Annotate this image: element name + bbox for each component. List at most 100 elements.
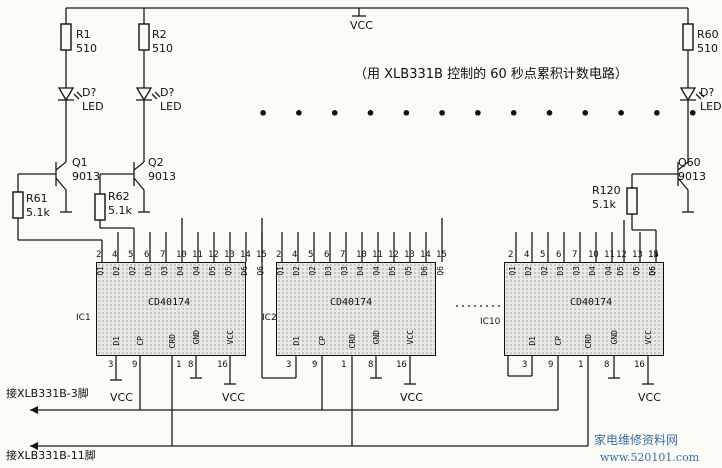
ic1-chip xyxy=(96,262,246,356)
r1-label: R1 510 xyxy=(76,28,97,56)
ic2-pin-num-2: 5 xyxy=(308,250,314,260)
ic1-pin-d3-3: D3 xyxy=(144,266,153,276)
ic2-pin-d6-9: D6 xyxy=(420,266,429,276)
ic10-ref: IC10 xyxy=(480,317,501,327)
ic10-pin-num-9: 14 xyxy=(648,250,659,260)
ic10-part: CD40174 xyxy=(570,297,613,308)
led60-ref: D? xyxy=(700,86,715,99)
ic10-pin-num-4: 7 xyxy=(572,250,578,260)
ic1-pin-d2-1: D2 xyxy=(112,266,121,276)
ic1-cp-pin: CP xyxy=(136,336,145,346)
q2-ref: Q2 xyxy=(148,156,164,169)
ic10-pin-num-10: 15 xyxy=(648,250,659,260)
r120-value: 5.1k xyxy=(592,198,616,211)
ic10-pin8-num: 8 xyxy=(604,360,610,370)
ic1-pin-num-3: 6 xyxy=(144,250,150,260)
r60-ref: R60 xyxy=(697,28,719,41)
ic2-pin1-num: 1 xyxy=(341,360,347,370)
ic2-pin-q1-0: Q1 xyxy=(276,266,285,276)
input-pin11-label: 接XLB331B-11脚 xyxy=(6,449,96,462)
ic2-pin-d2-1: D2 xyxy=(292,266,301,276)
ic10-pin-num-5: 10 xyxy=(588,250,599,260)
ic1-d1-vcc-label: VCC xyxy=(110,391,133,404)
ic1-pin-num-0: 2 xyxy=(96,250,102,260)
ic2-vcc-label: VCC xyxy=(400,391,423,404)
ic1-pin-q4-6: Q4 xyxy=(192,266,201,276)
ic10-pin-q5-8: Q5 xyxy=(632,266,641,276)
ic2-pin-num-0: 2 xyxy=(276,250,282,260)
ic10-pin-q1-0: Q1 xyxy=(508,266,517,276)
ic2-pin9-num: 9 xyxy=(312,360,318,370)
led1-label: D? LED xyxy=(82,86,104,114)
led60-label: D? LED xyxy=(700,86,722,114)
q60-ref: Q60 xyxy=(678,156,701,169)
led2-type: LED xyxy=(160,100,182,113)
ic1-pin-q6-10: Q6 xyxy=(256,266,265,276)
ic1-pin-d6-9: D6 xyxy=(240,266,249,276)
led2-ref: D? xyxy=(160,86,175,99)
ic1-pin-num-6: 11 xyxy=(192,250,203,260)
q2-model: 9013 xyxy=(148,170,176,183)
ic10-vcc-label: VCC xyxy=(638,391,661,404)
ic10-pin9-num: 9 xyxy=(548,360,554,370)
led2-label: D? LED xyxy=(160,86,182,114)
ic1-vcc-pin: VCC xyxy=(226,330,235,345)
ic1-d1-pin: D1 xyxy=(112,336,121,346)
ic10-pin-d4-5: D4 xyxy=(588,266,597,276)
ic10-pin-q4-6: Q4 xyxy=(604,266,613,276)
ic10-pin-num-6: 11 xyxy=(604,250,615,260)
ic1-crd-pin: CRD xyxy=(168,334,177,349)
q60-label: Q60 9013 xyxy=(678,156,706,184)
q60-model: 9013 xyxy=(678,170,706,183)
led60-type: LED xyxy=(700,100,722,113)
ic1-pin-q5-8: Q5 xyxy=(224,266,233,276)
ic1-pin-q1-0: Q1 xyxy=(96,266,105,276)
ic1-gnd-pin: GND xyxy=(192,330,201,345)
ic2-pin-q6-10: Q6 xyxy=(436,266,445,276)
ic2-pin-num-5: 10 xyxy=(356,250,367,260)
ic10-pin-num-7: 12 xyxy=(616,250,627,260)
ic10-pin-num-8: 13 xyxy=(632,250,643,260)
ic10-chip xyxy=(504,262,664,356)
ic2-pin3-num: 3 xyxy=(286,360,292,370)
r120-label: R120 5.1k xyxy=(592,184,621,212)
ic1-pin-num-5: 10 xyxy=(176,250,187,260)
ic2-pin-num-9: 14 xyxy=(420,250,431,260)
r2-ref: R2 xyxy=(152,28,167,41)
watermark-cn: 家电维修资料网 xyxy=(594,433,679,447)
ic1-pin16-num: 16 xyxy=(217,360,228,370)
ic10-pin-d2-1: D2 xyxy=(524,266,533,276)
ic2-pin-d4-5: D4 xyxy=(356,266,365,276)
ic2-ref: IC2 xyxy=(262,313,277,323)
ic1-pin-q2-2: Q2 xyxy=(128,266,137,276)
ic1-pin-q3-4: Q3 xyxy=(160,266,169,276)
ic10-pin-q3-4: Q3 xyxy=(572,266,581,276)
ic10-pin-num-0: 2 xyxy=(508,250,514,260)
ic1-pin-num-1: 4 xyxy=(112,250,118,260)
watermark-url: www.520101.com xyxy=(600,451,700,464)
ic2-pin-num-10: 15 xyxy=(436,250,447,260)
ic10-d1-pin: D1 xyxy=(528,336,537,346)
ic1-part: CD40174 xyxy=(148,297,191,308)
ic1-pin8-num: 8 xyxy=(188,360,194,370)
ic2-pin-d5-7: D5 xyxy=(388,266,397,276)
ic1-pin-num-7: 12 xyxy=(208,250,219,260)
ic1-pin-num-9: 14 xyxy=(240,250,251,260)
r1-ref: R1 xyxy=(76,28,91,41)
ic10-crd-pin: CRD xyxy=(584,334,593,349)
r120-ref: R120 xyxy=(592,184,621,197)
ic2-pin-d3-3: D3 xyxy=(324,266,333,276)
ic1-pin-num-2: 5 xyxy=(128,250,134,260)
ic2-pin-num-8: 13 xyxy=(404,250,415,260)
ic2-pin8-num: 8 xyxy=(368,360,374,370)
ic1-pin-num-10: 15 xyxy=(256,250,267,260)
q1-ref: Q1 xyxy=(72,156,88,169)
q1-label: Q1 9013 xyxy=(72,156,100,184)
ic2-pin-num-4: 7 xyxy=(340,250,346,260)
ic1-pin-d4-5: D4 xyxy=(176,266,185,276)
r62-value: 5.1k xyxy=(108,204,132,217)
ic2-pin-q5-8: Q5 xyxy=(404,266,413,276)
r1-value: 510 xyxy=(76,42,97,55)
